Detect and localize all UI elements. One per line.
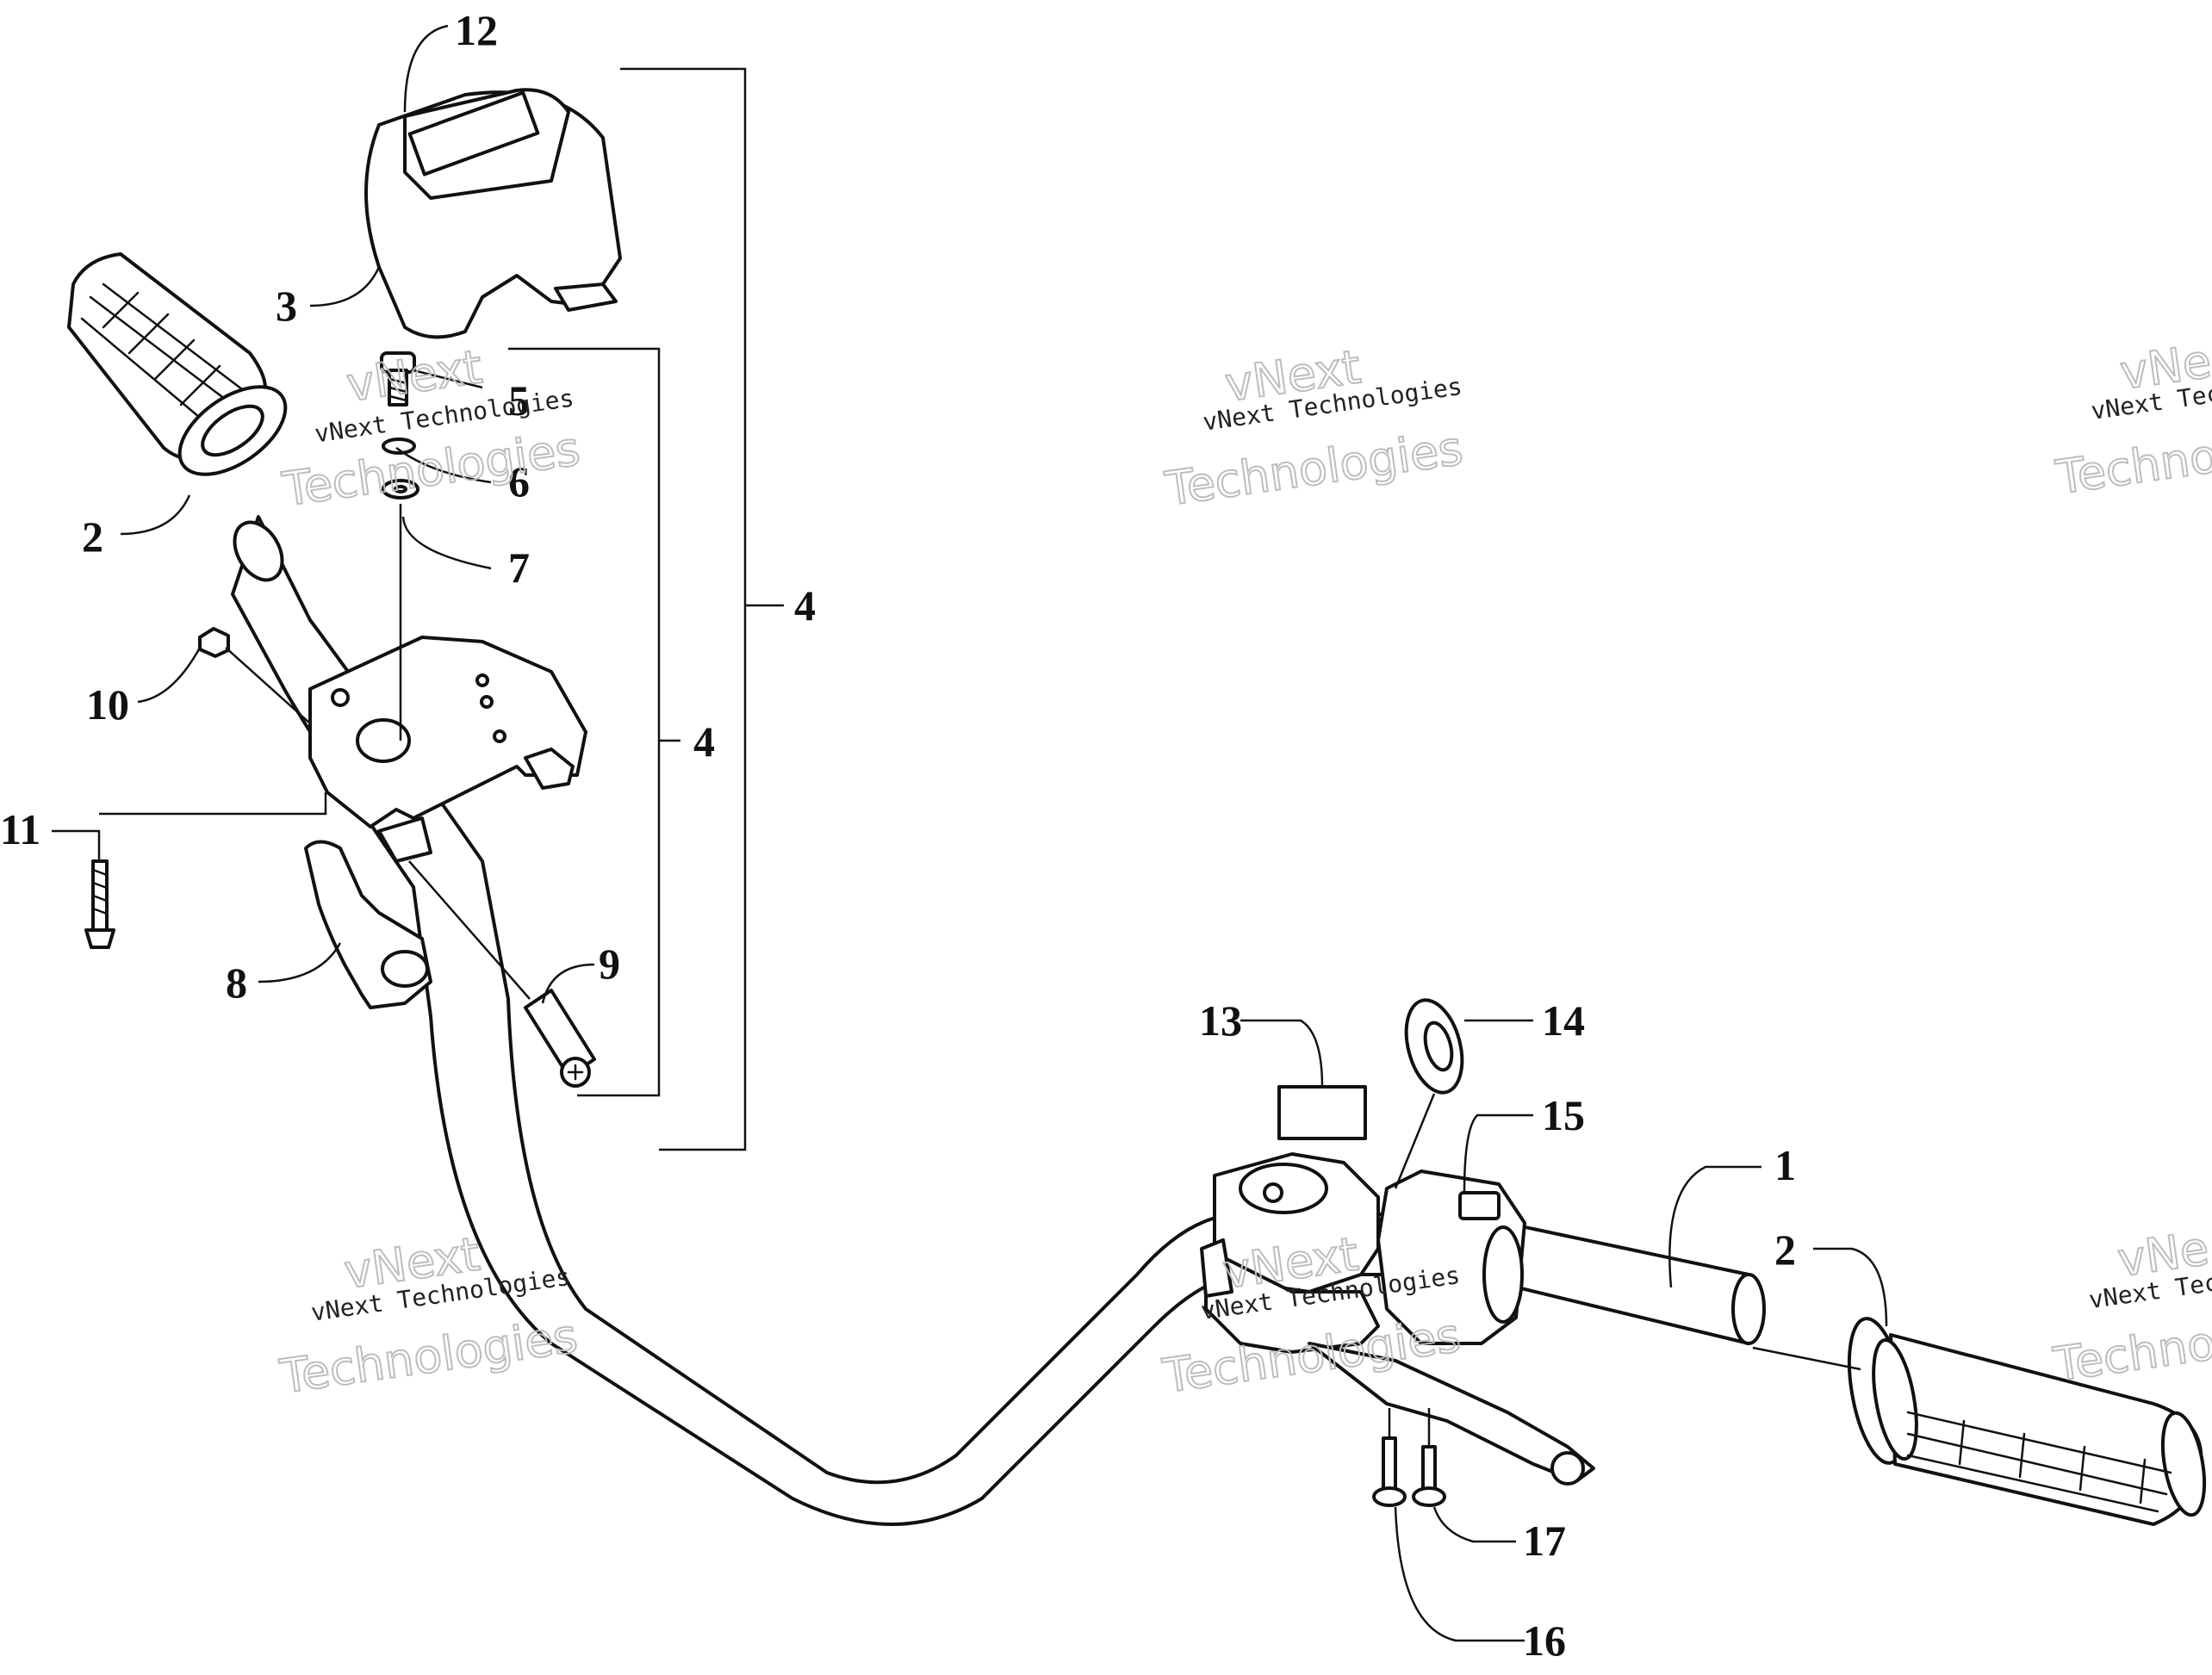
screw-17 [1372, 1436, 1407, 1507]
throttle-cover [364, 88, 622, 339]
callout-15: 14 [1542, 996, 1585, 1045]
washer-8 [382, 479, 419, 499]
callout-8: 7 [508, 543, 530, 592]
callout-2-right: 2 [1774, 1225, 1796, 1274]
callout-17: 16 [1523, 1616, 1566, 1665]
callout-9: 8 [226, 958, 247, 1007]
callout-10: 9 [599, 940, 620, 988]
callout-6: 5 [508, 376, 530, 425]
nut-11 [198, 627, 230, 658]
screw-18 [1412, 1445, 1446, 1507]
grommet-15 [1404, 998, 1464, 1095]
watermark-top-left: vNext vNext Technologies Technologies [278, 338, 584, 518]
brake-switch-housing [1376, 1169, 1526, 1345]
callout-11: 10 [86, 680, 129, 729]
callout-13: 12 [455, 6, 498, 54]
callout-7: 6 [508, 457, 530, 506]
svg-text:vNe: vNe [2117, 334, 2212, 400]
callout-3: 4 [794, 581, 816, 630]
right-grip [1847, 1317, 2207, 1526]
throttle-housing [308, 636, 587, 863]
watermark-bottom-right: vNe vNext Tec Techno [2049, 1220, 2212, 1393]
callout-1: 1 [1774, 1141, 1796, 1189]
svg-text:Techno: Techno [2050, 1316, 2212, 1393]
callout-18: 17 [1523, 1517, 1566, 1565]
callout-5: 4 [693, 717, 715, 766]
callout-14: 13 [1199, 996, 1242, 1045]
handlebar-tube [231, 515, 1766, 1526]
decal-14 [1277, 1085, 1367, 1140]
watermark-top-center: vNext vNext Technologies Technologies [1161, 338, 1467, 517]
screw-10 [524, 989, 596, 1088]
callout-12: 11 [0, 805, 40, 853]
watermark-top-right: vNe vNext Tec Techno [2052, 333, 2212, 506]
svg-text:Techno: Techno [2053, 429, 2212, 506]
callout-numbers: 12 3 5 6 7 4 2 10 4 11 9 8 13 14 15 1 2 … [0, 6, 1796, 1665]
lock-washer-7 [382, 437, 416, 455]
left-grip [67, 252, 288, 476]
callout-4: 3 [276, 282, 297, 330]
master-cylinder [1200, 1152, 1595, 1486]
throttle-lever [304, 840, 432, 1009]
screw-6 [380, 351, 416, 406]
callout-2-left: 2 [82, 512, 103, 561]
svg-text:vNe: vNe [2115, 1221, 2212, 1287]
leader-lines [52, 24, 1888, 1642]
callout-16: 15 [1542, 1091, 1585, 1139]
screw-12 [84, 859, 115, 949]
